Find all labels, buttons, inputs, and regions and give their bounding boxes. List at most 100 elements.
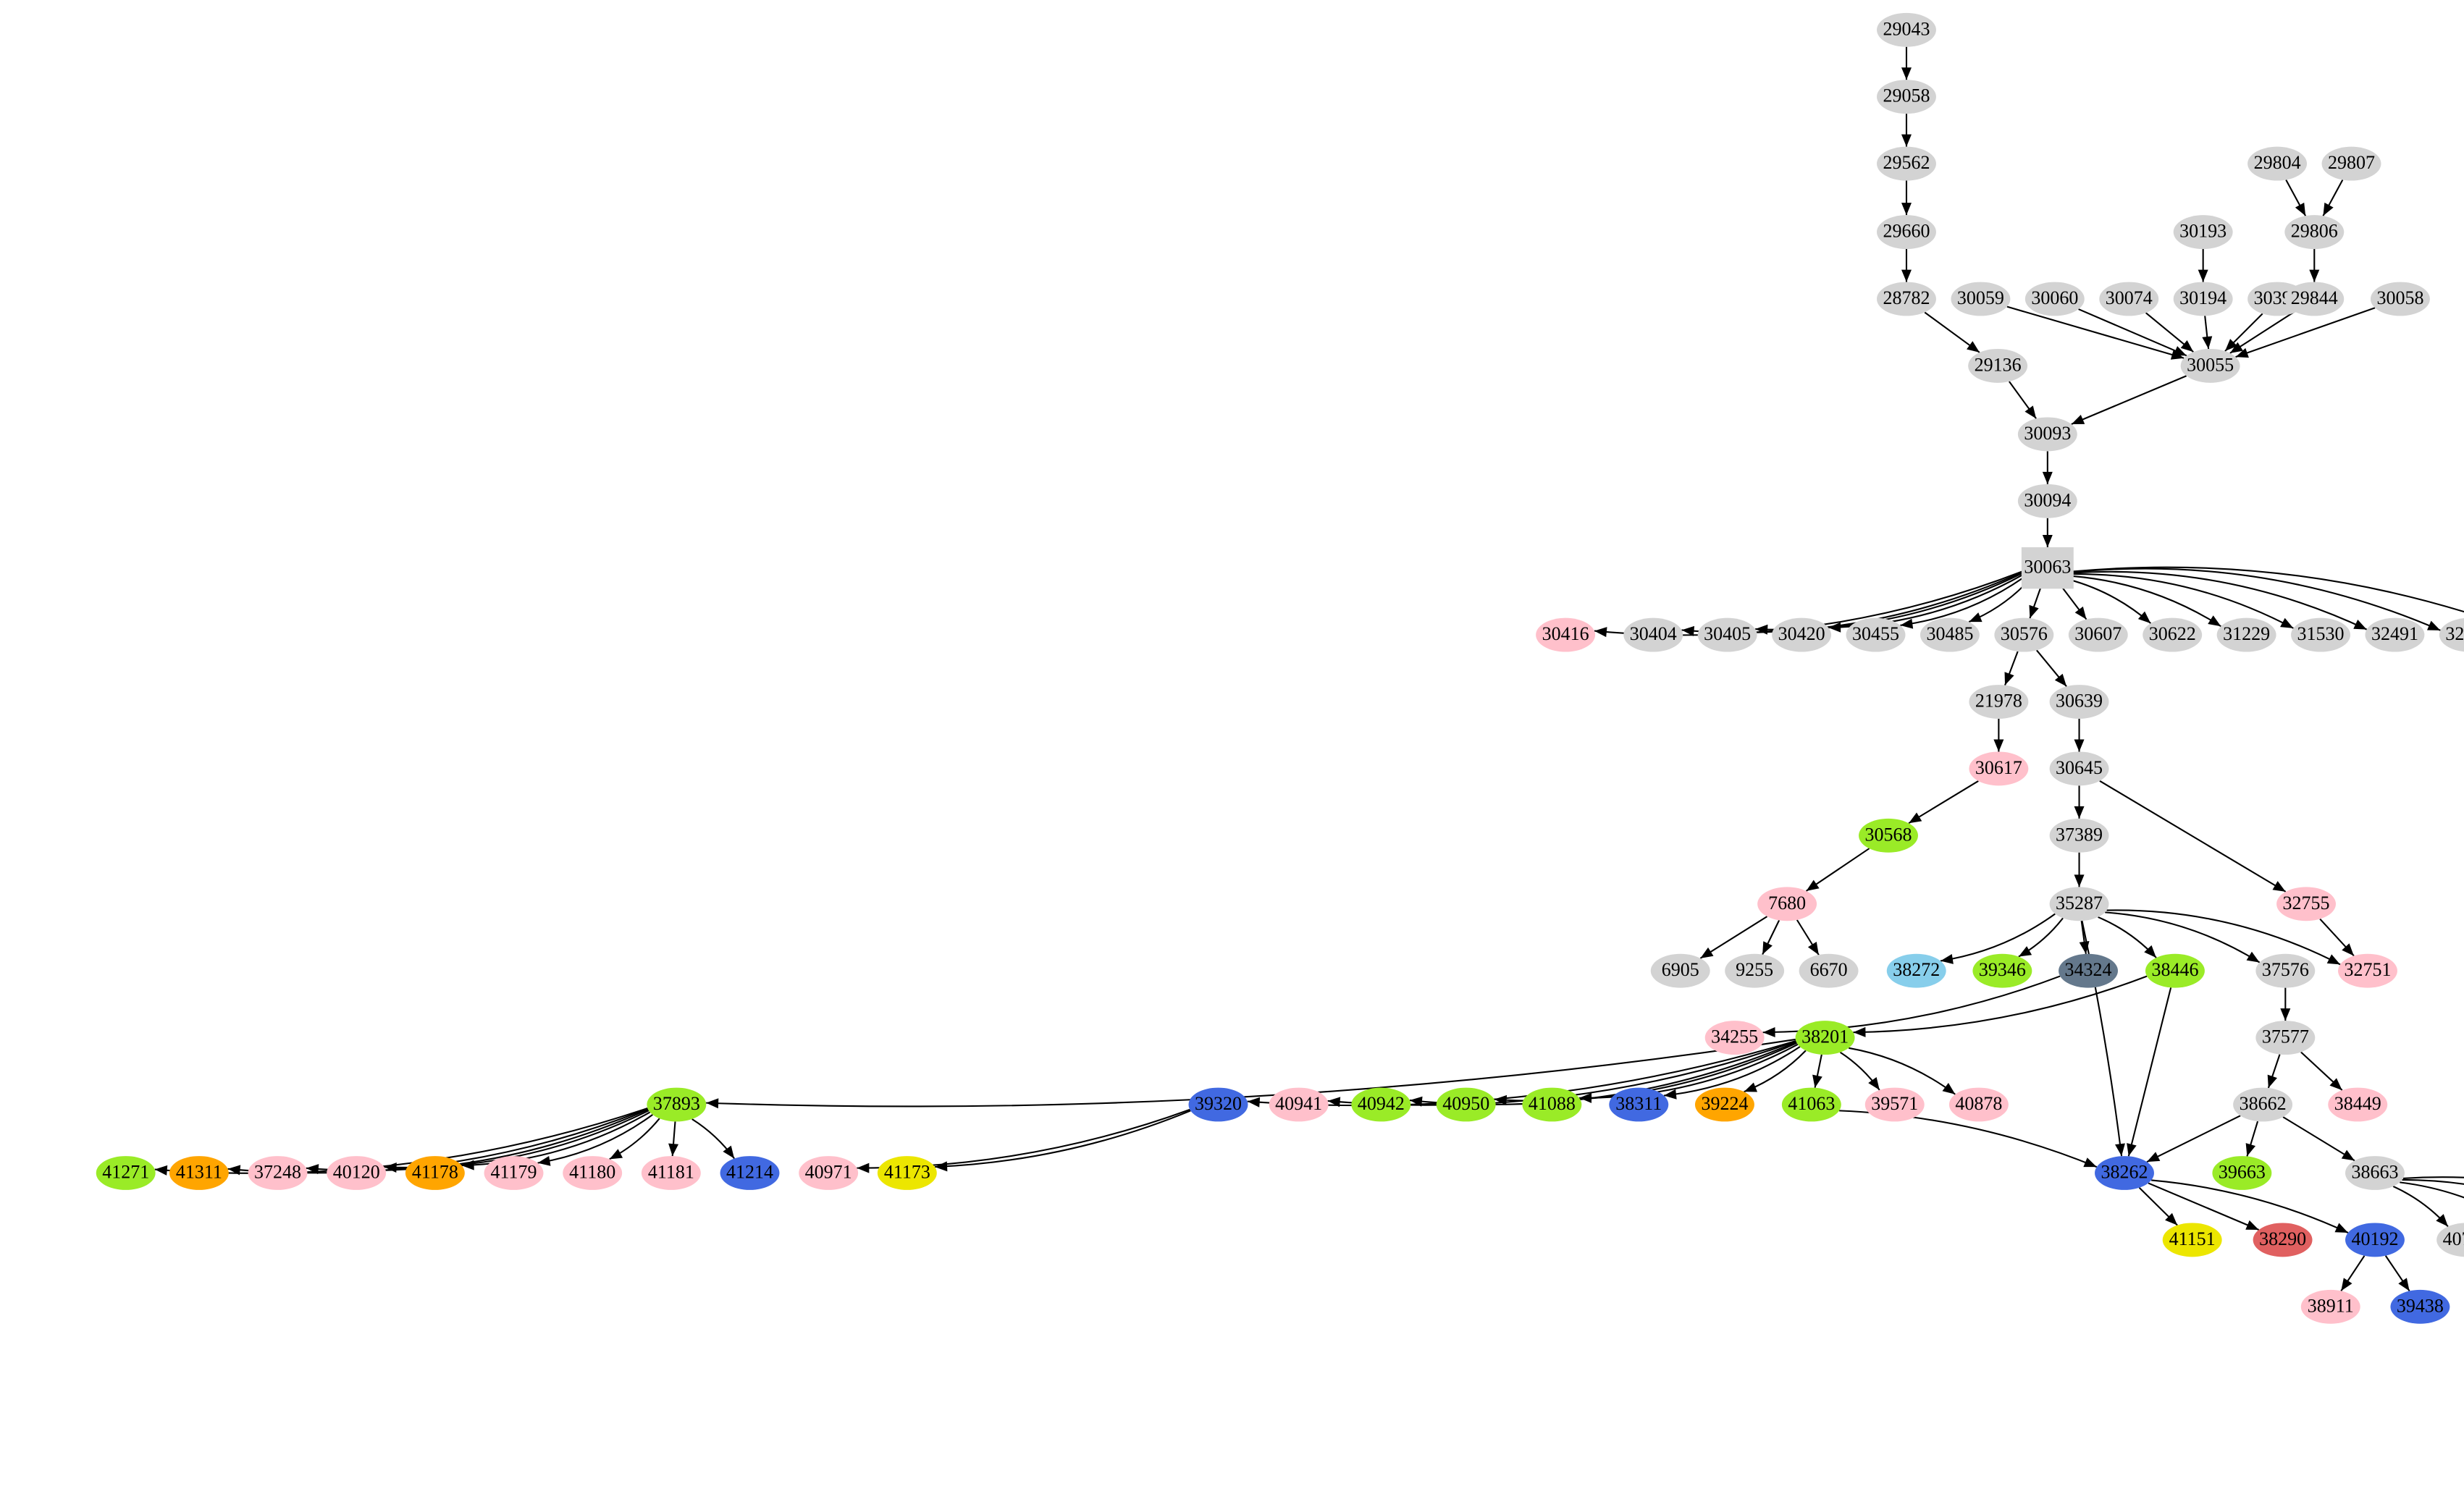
node-shape-box[interactable] [2021, 547, 2074, 589]
graph-node[interactable]: 41180 [563, 1156, 623, 1190]
graph-node[interactable]: 41179 [484, 1156, 544, 1190]
node-shape-ellipse[interactable] [2248, 146, 2308, 181]
graph-node[interactable]: 40950 [1436, 1087, 1496, 1122]
node-shape-ellipse[interactable] [2300, 1289, 2360, 1324]
graph-node[interactable]: 30617 [1969, 751, 2029, 786]
graph-node[interactable]: 34255 [1704, 1021, 1765, 1055]
node-shape-ellipse[interactable] [2345, 1156, 2405, 1190]
node-shape-ellipse[interactable] [2216, 617, 2276, 652]
graph-node[interactable]: 41181 [641, 1156, 701, 1190]
node-shape-ellipse[interactable] [2173, 282, 2233, 316]
node-shape-ellipse[interactable] [2143, 617, 2203, 652]
graph-node[interactable]: 30074 [2099, 282, 2159, 316]
graph-node[interactable]: 29043 [1877, 12, 1936, 47]
node-shape-ellipse[interactable] [2284, 282, 2345, 316]
graph-node[interactable]: 40971 [799, 1156, 859, 1190]
graph-node[interactable]: 6670 [1799, 953, 1859, 988]
node-shape-ellipse[interactable] [1697, 617, 1757, 652]
graph-node[interactable]: 37248 [248, 1156, 308, 1190]
graph-node[interactable]: 37893 [647, 1087, 707, 1122]
graph-node[interactable]: 30420 [1772, 617, 1832, 652]
node-shape-ellipse[interactable] [2017, 417, 2077, 452]
node-shape-ellipse[interactable] [2212, 1156, 2272, 1190]
node-shape-ellipse[interactable] [2233, 1087, 2293, 1122]
node-shape-ellipse[interactable] [2439, 617, 2464, 652]
node-shape-ellipse[interactable] [405, 1156, 465, 1190]
node-shape-ellipse[interactable] [248, 1156, 308, 1190]
graph-node[interactable]: 40735 [2436, 1223, 2464, 1257]
graph-node[interactable]: 39663 [2212, 1156, 2272, 1190]
graph-node[interactable]: 38663 [2345, 1156, 2405, 1190]
node-shape-ellipse[interactable] [1351, 1087, 1411, 1122]
graph-node[interactable]: 6905 [1650, 953, 1710, 988]
graph-node[interactable]: 30568 [1859, 818, 1918, 853]
node-shape-ellipse[interactable] [1772, 617, 1832, 652]
graph-node[interactable]: 37576 [2255, 953, 2316, 988]
node-shape-ellipse[interactable] [2365, 617, 2425, 652]
node-shape-ellipse[interactable] [2321, 146, 2381, 181]
graph-node[interactable]: 32491 [2365, 617, 2425, 652]
graph-node[interactable]: 29806 [2284, 215, 2345, 250]
graph-node[interactable]: 30576 [1994, 617, 2054, 652]
node-shape-ellipse[interactable] [1725, 953, 1785, 988]
graph-node[interactable]: 29844 [2284, 282, 2345, 316]
graph-node[interactable]: 32751 [2338, 953, 2397, 988]
graph-node[interactable]: 41063 [1781, 1087, 1841, 1122]
node-shape-ellipse[interactable] [1877, 215, 1936, 250]
graph-node[interactable]: 30094 [2017, 484, 2077, 518]
graph-node[interactable]: 39438 [2390, 1289, 2450, 1324]
node-shape-ellipse[interactable] [2255, 953, 2316, 988]
graph-node[interactable]: 32770 [2439, 617, 2464, 652]
graph-node[interactable]: 30607 [2068, 617, 2128, 652]
graph-node[interactable]: 41151 [2162, 1223, 2222, 1257]
graph-node[interactable]: 30404 [1623, 617, 1683, 652]
graph-node[interactable]: 9255 [1725, 953, 1785, 988]
graph-node[interactable]: 39571 [1864, 1087, 1925, 1122]
graph-node[interactable]: 30455 [1846, 617, 1906, 652]
graph-node[interactable]: 35287 [2049, 887, 2109, 921]
node-shape-ellipse[interactable] [1704, 1021, 1765, 1055]
node-shape-ellipse[interactable] [2068, 617, 2128, 652]
graph-node[interactable]: 34324 [2059, 953, 2119, 988]
node-shape-ellipse[interactable] [2049, 685, 2109, 719]
graph-node[interactable]: 38262 [2095, 1156, 2154, 1190]
node-shape-ellipse[interactable] [1972, 953, 2032, 988]
graph-node[interactable]: 41214 [720, 1156, 780, 1190]
node-shape-ellipse[interactable] [1969, 685, 2029, 719]
graph-node[interactable]: 38311 [1609, 1087, 1669, 1122]
node-shape-ellipse[interactable] [2255, 1021, 2316, 1055]
graph-node[interactable]: 29136 [1968, 348, 2028, 383]
node-shape-ellipse[interactable] [1948, 1087, 2009, 1122]
graph-node[interactable]: 37389 [2049, 818, 2109, 853]
node-shape-ellipse[interactable] [2145, 953, 2205, 988]
node-shape-ellipse[interactable] [877, 1156, 937, 1190]
graph-node[interactable]: 40878 [1948, 1087, 2009, 1122]
graph-node[interactable]: 30405 [1697, 617, 1757, 652]
graph-node[interactable]: 29058 [1877, 80, 1936, 114]
node-shape-ellipse[interactable] [484, 1156, 544, 1190]
node-shape-ellipse[interactable] [1886, 953, 1946, 988]
node-shape-ellipse[interactable] [1795, 1021, 1855, 1055]
node-shape-ellipse[interactable] [647, 1087, 707, 1122]
graph-node[interactable]: 30093 [2017, 417, 2077, 452]
node-shape-ellipse[interactable] [1877, 282, 1936, 316]
node-shape-ellipse[interactable] [2017, 484, 2077, 518]
graph-node[interactable]: 30055 [2180, 348, 2240, 383]
node-shape-ellipse[interactable] [2024, 282, 2085, 316]
node-shape-ellipse[interactable] [2436, 1223, 2464, 1257]
node-shape-ellipse[interactable] [2390, 1289, 2450, 1324]
graph-node[interactable]: 38446 [2145, 953, 2205, 988]
graph-node[interactable]: 40942 [1351, 1087, 1411, 1122]
node-shape-ellipse[interactable] [1269, 1087, 1329, 1122]
graph-node[interactable]: 29562 [1877, 146, 1936, 181]
graph-node[interactable]: 29807 [2321, 146, 2381, 181]
graph-node[interactable]: 40941 [1269, 1087, 1329, 1122]
node-shape-ellipse[interactable] [2173, 215, 2233, 250]
graph-node[interactable]: 38449 [2328, 1087, 2388, 1122]
graph-node[interactable]: 30059 [1951, 282, 2011, 316]
node-shape-ellipse[interactable] [641, 1156, 701, 1190]
graph-node[interactable]: 41178 [405, 1156, 465, 1190]
graph-node[interactable]: 7680 [1757, 887, 1817, 921]
graph-node[interactable]: 38290 [2253, 1223, 2313, 1257]
graph-node[interactable]: 30485 [1920, 617, 1980, 652]
